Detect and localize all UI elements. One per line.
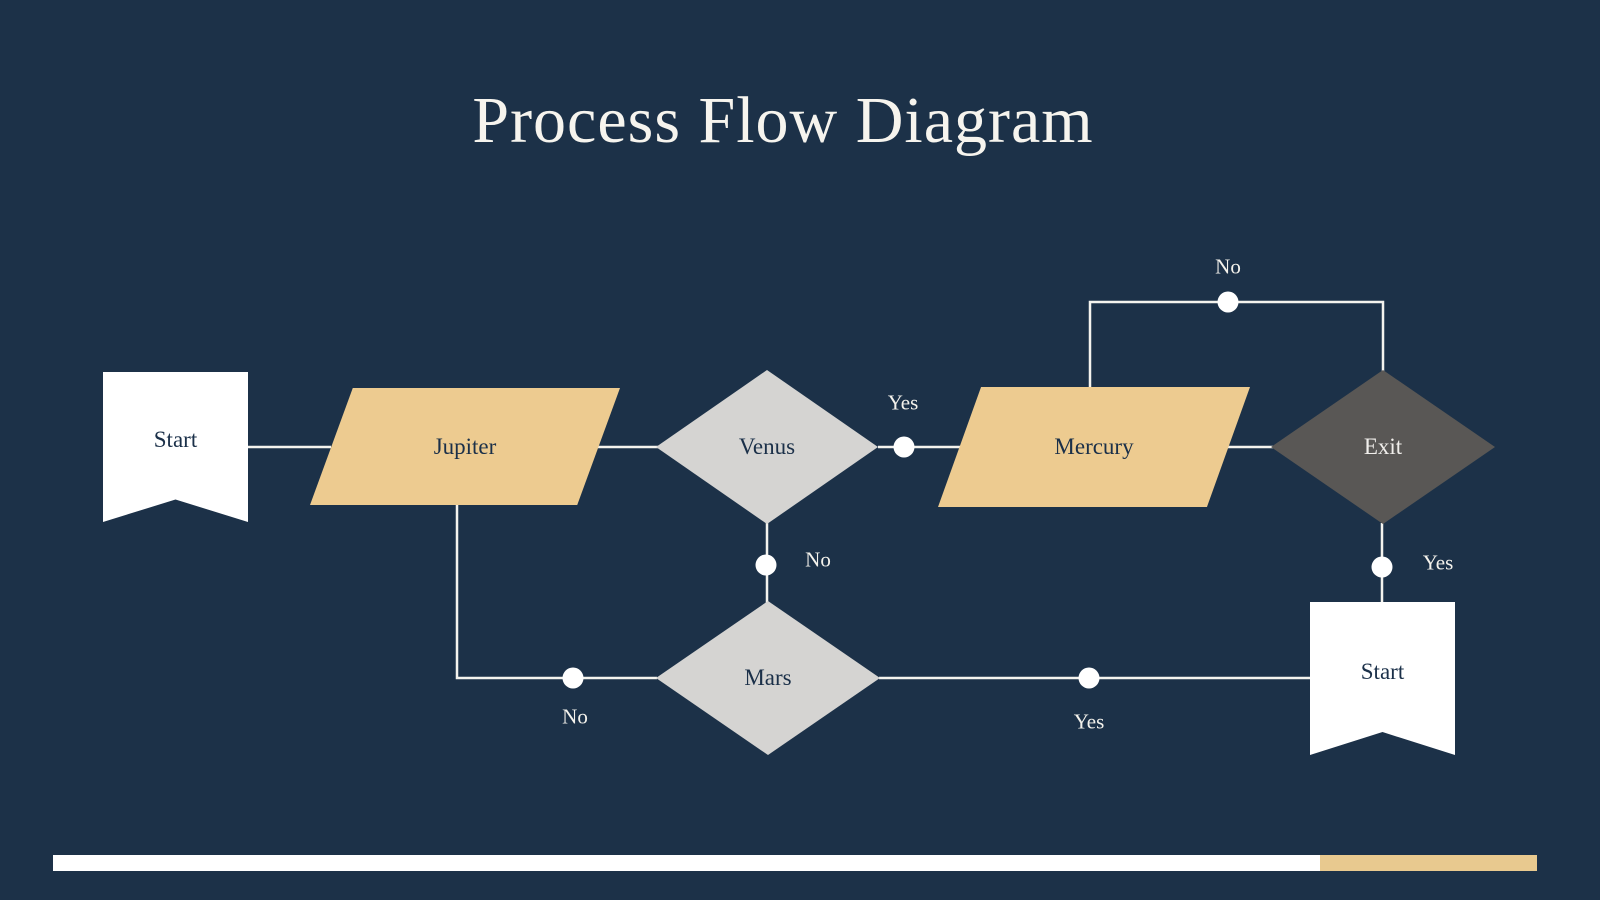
edge-label-yes-exit-start: Yes [1422, 550, 1454, 575]
progress-bar [53, 855, 1537, 871]
edge-label-no-jupiter-mars: No [562, 704, 588, 729]
page-title: Process Flow Diagram [472, 84, 1094, 157]
node-start-bottom-label: Start [1360, 658, 1405, 684]
node-exit-label: Exit [1363, 434, 1403, 459]
connector-dot-no-jupiter [562, 667, 584, 689]
connector-jupiter-mars [455, 504, 657, 680]
connector-dot-no-venus [755, 554, 777, 576]
node-jupiter-label: Jupiter [433, 433, 497, 459]
progress-bar-accent-segment [1320, 855, 1537, 871]
edge-label-no-venus-mars: No [805, 547, 831, 572]
connector-dot-yes-exit [1371, 556, 1393, 578]
connector-dot-yes-mars [1078, 667, 1100, 689]
progress-bar-white-segment [53, 855, 1321, 871]
node-mercury-label: Mercury [1054, 434, 1134, 459]
edge-label-yes-mars-start: Yes [1073, 709, 1105, 734]
node-jupiter[interactable]: Jupiter [310, 388, 620, 505]
edge-label-yes-venus-mercury: Yes [887, 390, 919, 415]
node-mars-label: Mars [744, 665, 792, 690]
connector-dot-no-loop [1217, 291, 1239, 313]
node-start-top-label: Start [153, 427, 198, 452]
connector-mercury-exit-loop [1088, 300, 1385, 388]
node-start-bottom[interactable]: Start [1310, 602, 1455, 755]
node-venus-label: Venus [738, 434, 796, 459]
node-start-top[interactable]: Start [103, 372, 248, 522]
edge-label-no-loop: No [1215, 254, 1241, 279]
connector-dot-yes-venus [893, 436, 915, 458]
node-mercury[interactable]: Mercury [938, 387, 1250, 507]
